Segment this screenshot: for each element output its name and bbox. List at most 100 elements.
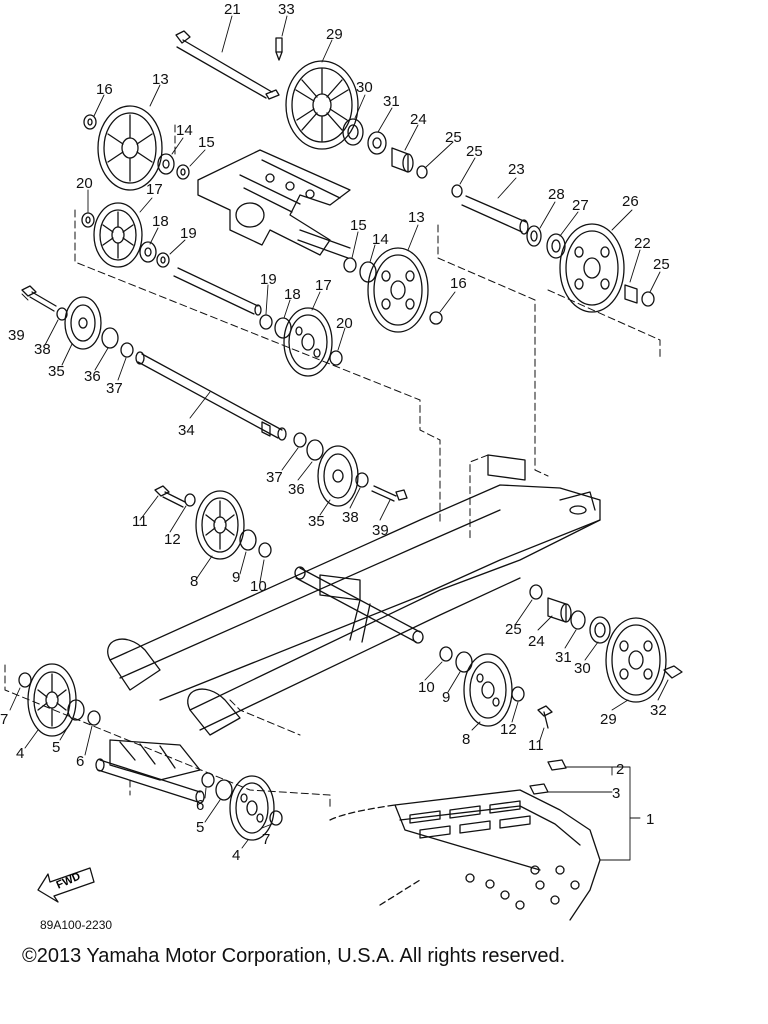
upper-arm-assembly <box>197 149 351 259</box>
callout-19: 19 <box>180 225 197 242</box>
track <box>329 789 601 921</box>
callout-26: 26 <box>622 193 639 210</box>
callout-14: 14 <box>372 231 389 248</box>
callout-12: 12 <box>500 721 517 738</box>
callout-20: 20 <box>76 175 93 192</box>
callout-22: 22 <box>634 235 651 252</box>
callout-9: 9 <box>232 569 241 586</box>
callout-10: 10 <box>418 679 435 696</box>
callout-11: 11 <box>528 737 544 754</box>
slide-rails <box>107 454 601 736</box>
callout-6: 6 <box>76 753 85 770</box>
copyright-notice: ©2013 Yamaha Motor Corporation, U.S.A. A… <box>22 945 566 967</box>
fwd-indicator: FWD <box>36 865 96 903</box>
callout-25: 25 <box>445 129 462 146</box>
callout-16: 16 <box>96 81 113 98</box>
callout-36: 36 <box>288 481 305 498</box>
fwd-arrow-icon <box>37 867 95 903</box>
parts-exploded-diagram <box>4 15 683 921</box>
callout-6: 6 <box>196 797 205 814</box>
callout-30: 30 <box>356 79 373 96</box>
callout-8: 8 <box>190 573 199 590</box>
callout-5: 5 <box>52 739 61 756</box>
wheel-26 <box>559 223 625 313</box>
callout-25: 25 <box>466 143 483 160</box>
wheel-29-lower <box>605 617 667 703</box>
leader-lines <box>9 15 669 861</box>
callout-24: 24 <box>528 633 545 650</box>
wheel-13-right <box>367 247 429 333</box>
track-clips <box>529 759 567 795</box>
bolt-33 <box>275 37 283 61</box>
callout-17: 17 <box>315 277 332 294</box>
shaft-21 <box>175 30 280 100</box>
callout-25: 25 <box>505 621 522 638</box>
wheel-8-upper <box>195 490 245 560</box>
shaft-34 <box>135 351 287 441</box>
callout-31: 31 <box>383 93 400 110</box>
wheel-13-top-left <box>97 105 163 191</box>
callout-34: 34 <box>178 422 195 439</box>
callout-15: 15 <box>198 134 215 151</box>
callout-36: 36 <box>84 368 101 385</box>
callout-33: 33 <box>278 1 295 18</box>
callout-23: 23 <box>508 161 525 178</box>
callout-4: 4 <box>232 847 241 864</box>
callout-15: 15 <box>350 217 367 234</box>
wheel-29-top <box>285 60 359 150</box>
callout-35: 35 <box>308 513 325 530</box>
group-outlines <box>4 124 661 811</box>
callout-20: 20 <box>336 315 353 332</box>
callout-28: 28 <box>548 186 565 203</box>
callout-10: 10 <box>250 578 267 595</box>
callout-7: 7 <box>262 831 271 848</box>
callout-24: 24 <box>410 111 427 128</box>
wheel-4-left <box>27 663 77 737</box>
callout-1: 1 <box>646 811 655 828</box>
callout-37: 37 <box>266 469 283 486</box>
diagram-code: 89A100-2230 <box>40 918 113 932</box>
shaft-left-upper <box>173 267 262 316</box>
wheel-4-right <box>229 775 275 841</box>
callout-4: 4 <box>16 745 25 762</box>
callout-38: 38 <box>342 509 359 526</box>
callout-13: 13 <box>152 71 169 88</box>
callout-14: 14 <box>176 122 193 139</box>
callout-9: 9 <box>442 689 451 706</box>
callout-29: 29 <box>600 711 617 728</box>
callout-29: 29 <box>326 26 343 43</box>
callout-18: 18 <box>152 213 169 230</box>
fwd-label: FWD <box>54 870 83 892</box>
wheel-35-left <box>64 296 102 350</box>
bolts <box>21 285 553 729</box>
rear-arm-assembly <box>95 739 205 804</box>
callout-35: 35 <box>48 363 65 380</box>
callout-38: 38 <box>34 341 51 358</box>
callout-25: 25 <box>653 256 670 273</box>
callout-18: 18 <box>284 286 301 303</box>
cross-shaft <box>294 566 424 644</box>
callout-39: 39 <box>8 327 25 344</box>
callout-31: 31 <box>555 649 572 666</box>
callout-7: 7 <box>0 711 9 728</box>
small-parts <box>18 114 683 826</box>
callout-32: 32 <box>650 702 667 719</box>
callout-11: 11 <box>132 513 148 530</box>
callout-27: 27 <box>572 197 589 214</box>
callout-19: 19 <box>260 271 277 288</box>
wheel-17-left <box>93 202 143 268</box>
callout-3: 3 <box>612 785 621 802</box>
callout-30: 30 <box>574 660 591 677</box>
wheel-8-lower <box>463 653 513 727</box>
callout-2: 2 <box>616 761 625 778</box>
wheel-17-mid <box>283 307 333 377</box>
callout-21: 21 <box>224 1 241 18</box>
callout-8: 8 <box>462 731 471 748</box>
callout-37: 37 <box>106 380 123 397</box>
callout-12: 12 <box>164 531 181 548</box>
callout-13: 13 <box>408 209 425 226</box>
callout-17: 17 <box>146 181 163 198</box>
wheel-35-mid <box>317 445 359 507</box>
callout-39: 39 <box>372 522 389 539</box>
callout-16: 16 <box>450 275 467 292</box>
